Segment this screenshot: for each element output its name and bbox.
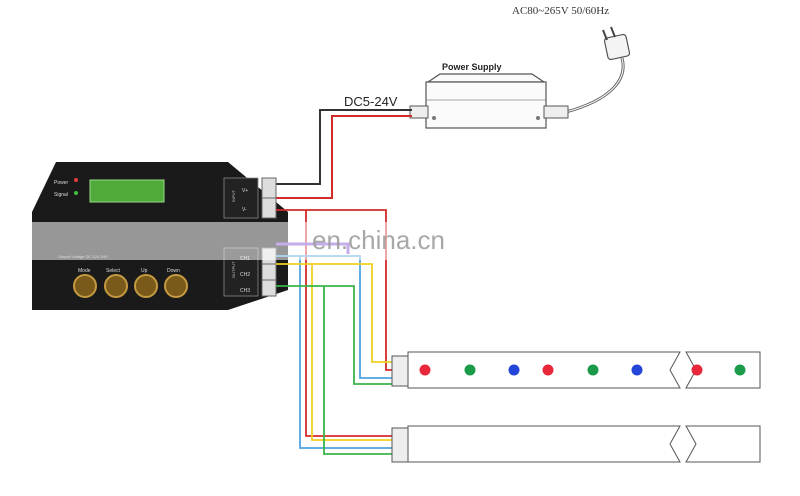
led-red	[542, 364, 554, 376]
up-button	[134, 274, 158, 298]
watermark-text: en.china.cn	[312, 225, 445, 255]
led-red	[691, 364, 703, 376]
mode-button	[73, 274, 97, 298]
led-green	[587, 364, 599, 376]
ac-input-label: AC80~265V 50/60Hz	[512, 5, 609, 17]
indicator-signal-label: Signal	[54, 192, 68, 198]
led-blue	[508, 364, 520, 376]
led-green	[734, 364, 746, 376]
input-block	[223, 177, 259, 219]
input-block-label: INPUT	[231, 189, 236, 202]
led-red	[419, 364, 431, 376]
down-button	[164, 274, 188, 298]
signal-led	[74, 191, 78, 195]
terminal-ch2: CH2	[240, 272, 250, 278]
lcd-display	[89, 179, 165, 203]
terminal-v-minus: V-	[242, 207, 247, 213]
led-blue	[631, 364, 643, 376]
button-select-label: Select	[106, 268, 121, 274]
watermark-band	[0, 222, 800, 260]
output-block-label: OUTPUT	[231, 261, 236, 278]
led-strip-rgb-1	[391, 351, 761, 389]
power-supply-label: Power Supply	[442, 62, 502, 72]
indicator-power-label: Power	[54, 180, 69, 186]
button-mode-label: Mode	[78, 268, 91, 274]
dc-voltage-label: DC5-24V	[344, 94, 398, 109]
dc-wires	[276, 109, 412, 199]
select-button	[104, 274, 128, 298]
power-led	[74, 178, 78, 182]
output-wires	[276, 209, 394, 455]
terminal-v-plus: V+	[242, 188, 248, 194]
button-down-label: Down	[167, 268, 180, 274]
ac-plug	[565, 26, 631, 114]
led-green	[464, 364, 476, 376]
terminal-ch3: CH3	[240, 288, 250, 294]
button-up-label: Up	[141, 268, 148, 274]
power-supply-unit	[409, 73, 569, 129]
led-strip-rgb-2	[391, 425, 761, 463]
